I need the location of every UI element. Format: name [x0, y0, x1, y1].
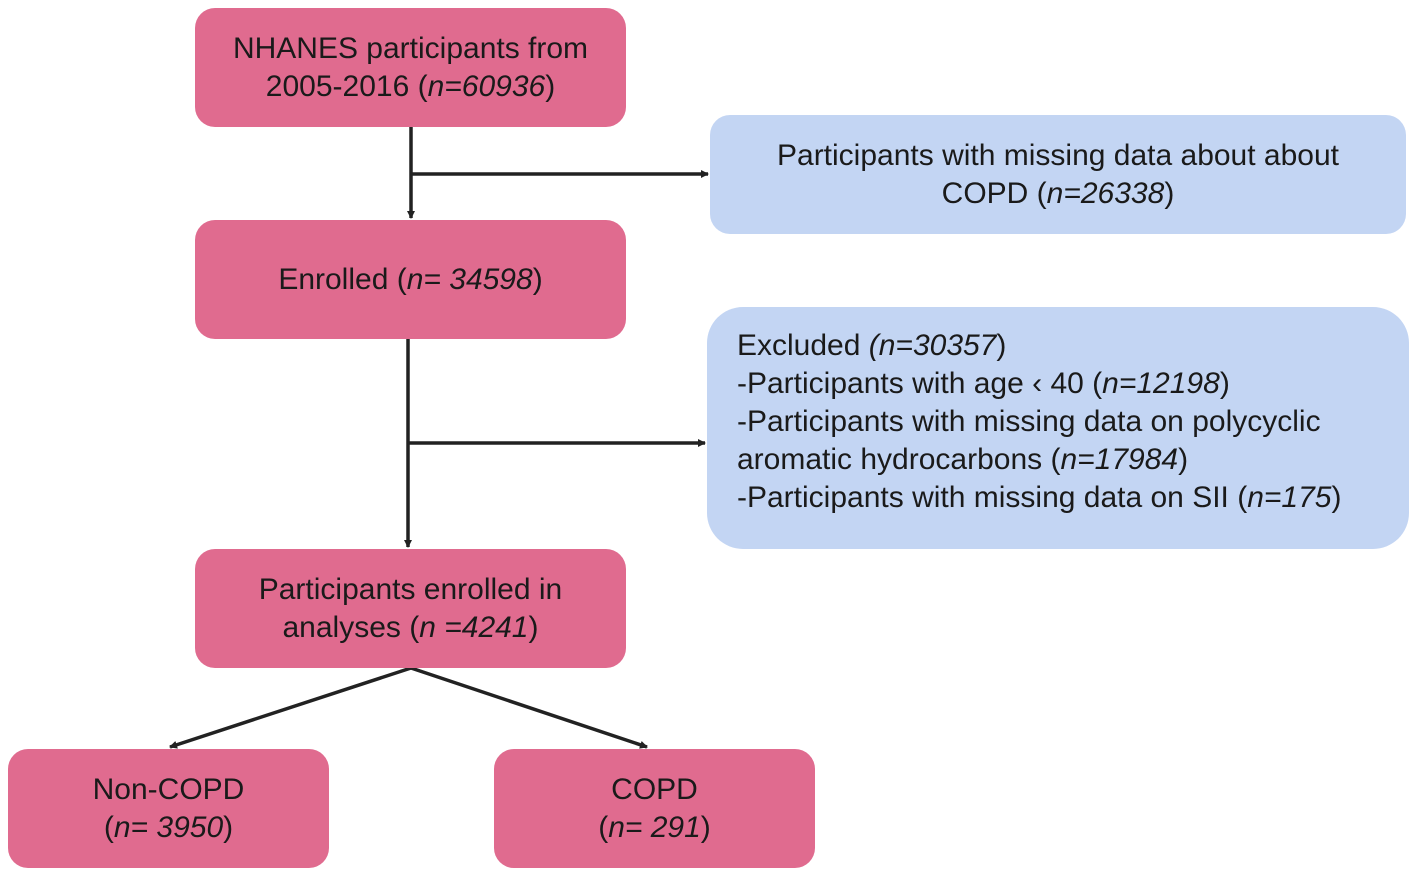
- enrolled-box: Enrolled (n= 34598): [195, 220, 626, 339]
- box-line: 2005-2016 (n=60936): [266, 68, 555, 106]
- text: ): [528, 610, 539, 644]
- count: n=12198: [1102, 367, 1220, 400]
- box-line: Participants with missing data about abo…: [777, 138, 1339, 172]
- count: n =4241: [419, 610, 529, 644]
- text: ): [1164, 176, 1175, 210]
- excluded-header: Excluded (n=30357): [737, 327, 1389, 365]
- count: n= 3950: [113, 810, 224, 844]
- text: (: [103, 810, 114, 844]
- count: n= 34598: [406, 262, 533, 296]
- copd-box: COPD (n= 291): [494, 749, 815, 868]
- count: n= 291: [608, 810, 701, 844]
- box-line: analyses (n =4241): [282, 609, 538, 647]
- text: COPD (: [941, 176, 1047, 210]
- count: n=26338: [1046, 176, 1165, 210]
- excluded-item-age: -Participants with age ‹ 40 (n=12198): [737, 365, 1389, 403]
- text: ): [1219, 367, 1230, 400]
- excluded-item-pah-cont: aromatic hydrocarbons (n=17984): [737, 441, 1389, 479]
- arrow-analyses-to-copd: [410, 666, 648, 749]
- box-line: Non-COPD: [92, 772, 245, 806]
- box-line: (n= 3950): [104, 809, 233, 847]
- text: ): [996, 329, 1007, 362]
- text: ): [1331, 481, 1342, 514]
- box-line: Enrolled (n= 34598): [278, 261, 542, 299]
- box-line: COPD (n=26338): [942, 175, 1175, 213]
- text: analyses (: [282, 610, 420, 644]
- box-line: (n= 291): [598, 809, 711, 847]
- less-than-symbol: ‹: [1032, 367, 1043, 400]
- text: 2005-2016 (: [265, 69, 428, 103]
- count: n=60936: [427, 69, 546, 103]
- text: -Participants with age: [737, 367, 1033, 400]
- text: Enrolled (: [278, 262, 407, 296]
- text: -Participants with missing data on SII (: [737, 481, 1248, 514]
- text: 40 (: [1042, 367, 1103, 400]
- text: ): [545, 69, 556, 103]
- count: n=17984: [1060, 443, 1179, 476]
- text: ): [223, 810, 234, 844]
- excluded-item-pah: -Participants with missing data on polyc…: [737, 405, 1321, 438]
- excluded-item-sii: -Participants with missing data on SII (…: [737, 479, 1389, 517]
- count: n=175: [1247, 481, 1332, 514]
- text: ): [1178, 443, 1189, 476]
- text: Excluded: [737, 329, 869, 362]
- non-copd-box: Non-COPD (n= 3950): [8, 749, 329, 868]
- text: aromatic hydrocarbons (: [737, 443, 1061, 476]
- arrow-analyses-to-non-copd: [169, 666, 412, 749]
- count: (n=30357: [868, 329, 997, 362]
- analyses-box: Participants enrolled in analyses (n =42…: [195, 549, 626, 668]
- nhanes-participants-box: NHANES participants from 2005-2016 (n=60…: [195, 8, 626, 127]
- box-line: Participants enrolled in: [258, 572, 563, 606]
- missing-copd-box: Participants with missing data about abo…: [710, 115, 1406, 234]
- text: (: [598, 810, 609, 844]
- text: ): [700, 810, 711, 844]
- excluded-box: Excluded (n=30357) -Participants with ag…: [707, 307, 1409, 549]
- box-line: NHANES participants from: [232, 31, 589, 65]
- text: ): [532, 262, 543, 296]
- box-line: COPD: [611, 772, 698, 806]
